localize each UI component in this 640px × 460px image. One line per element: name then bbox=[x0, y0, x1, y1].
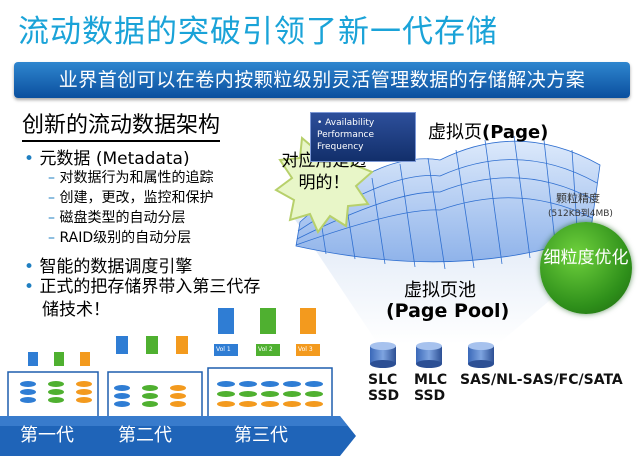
volume-cubes bbox=[28, 308, 320, 366]
page-pool-en: (Page Pool) bbox=[386, 300, 510, 322]
bullet-third-gen-text: 正式的把存储界带入第三代存储技术！ bbox=[39, 277, 261, 320]
tier-line: SSD bbox=[414, 388, 446, 404]
bullet-third-gen: • 正式的把存储界带入第三代存储技术！ bbox=[24, 276, 274, 322]
volume-label-3: Vol 3 bbox=[298, 346, 313, 353]
granularity-range: (512KB到4MB) bbox=[548, 209, 613, 219]
sub-bullet-text: RAID级别的自动分层 bbox=[59, 230, 192, 246]
sub-bullet-text: 磁盘类型的自动分层 bbox=[59, 210, 186, 226]
sub-bullet-raid-tiering: – RAID级别的自动分层 bbox=[48, 227, 191, 247]
bullet-engine-text: 智能的数据调度引擎 bbox=[39, 257, 193, 277]
generation-third: 第三代 bbox=[234, 425, 288, 446]
subtitle-text: 业界首创可以在卷内按颗粒级别灵活管理数据的存储解决方案 bbox=[58, 69, 586, 91]
sub-bullet-tracking: – 对数据行为和属性的追踪 bbox=[48, 167, 213, 187]
attributes-box: • Availability Performance Frequency bbox=[310, 112, 416, 162]
dash-icon: – bbox=[48, 210, 55, 226]
subtitle-bar: 业界首创可以在卷内按颗粒级别灵活管理数据的存储解决方案 bbox=[14, 62, 630, 98]
attribute-availability: • Availability bbox=[317, 118, 375, 128]
virtual-page-label: 虚拟页(Page) bbox=[428, 118, 548, 144]
generation-first: 第一代 bbox=[20, 425, 74, 446]
dash-icon: – bbox=[48, 190, 55, 206]
bullet-dot-icon: • bbox=[24, 257, 35, 277]
dash-icon: – bbox=[48, 170, 55, 186]
page-pool-cn: 虚拟页池 bbox=[404, 280, 476, 301]
generation-second: 第二代 bbox=[118, 425, 172, 446]
sub-bullet-create: – 创建，更改，监控和保护 bbox=[48, 187, 213, 207]
virtual-page-en: (Page) bbox=[482, 122, 549, 143]
volume-label-2: Vol 2 bbox=[258, 346, 273, 353]
sub-bullet-disk-tiering: – 磁盘类型的自动分层 bbox=[48, 207, 185, 227]
generation-storage-racks bbox=[7, 367, 333, 421]
tier-sas-sata: SAS/NL-SAS/FC/SATA bbox=[460, 372, 623, 388]
fine-granularity-text: 细粒度优化 bbox=[543, 248, 629, 268]
tier-mlc-ssd: MLC SSD bbox=[414, 372, 447, 404]
virtual-page-grid bbox=[295, 135, 601, 270]
tier-slc-ssd: SLC SSD bbox=[368, 372, 399, 404]
attribute-performance: Performance bbox=[317, 130, 375, 140]
bullet-engine: • 智能的数据调度引擎 bbox=[24, 252, 192, 277]
slide-title: 流动数据的突破引领了新一代存储 bbox=[18, 14, 498, 50]
bullet-dot-icon: • bbox=[24, 149, 35, 169]
fine-granularity-badge bbox=[540, 222, 632, 314]
slc-ssd-cylinder bbox=[370, 342, 396, 368]
bullet-metadata: • 元数据 (Metadata) bbox=[24, 144, 190, 169]
attribute-frequency: Frequency bbox=[317, 142, 364, 152]
volume-label-1: Vol 1 bbox=[216, 346, 231, 353]
virtual-page-cn: 虚拟页 bbox=[428, 122, 482, 143]
dash-icon: – bbox=[48, 230, 55, 246]
tier-line: MLC bbox=[414, 372, 448, 388]
bullet-dot-icon: • bbox=[24, 277, 40, 297]
architecture-heading: 创新的流动数据架构 bbox=[22, 112, 221, 142]
sub-bullet-text: 对数据行为和属性的追踪 bbox=[59, 170, 214, 186]
tier-line: SAS/NL-SAS/FC/SATA bbox=[460, 372, 623, 388]
tier-line: SLC bbox=[368, 372, 398, 388]
mlc-ssd-cylinder bbox=[416, 342, 442, 368]
granularity-label: 颗粒精度 bbox=[556, 192, 600, 205]
sub-bullet-text: 创建，更改，监控和保护 bbox=[59, 190, 214, 206]
tier-line: SSD bbox=[368, 388, 400, 404]
architecture-heading-text: 创新的流动数据架构 bbox=[22, 113, 221, 138]
sas-disk-cylinder bbox=[468, 342, 494, 368]
bullet-metadata-text: 元数据 (Metadata) bbox=[39, 149, 190, 169]
